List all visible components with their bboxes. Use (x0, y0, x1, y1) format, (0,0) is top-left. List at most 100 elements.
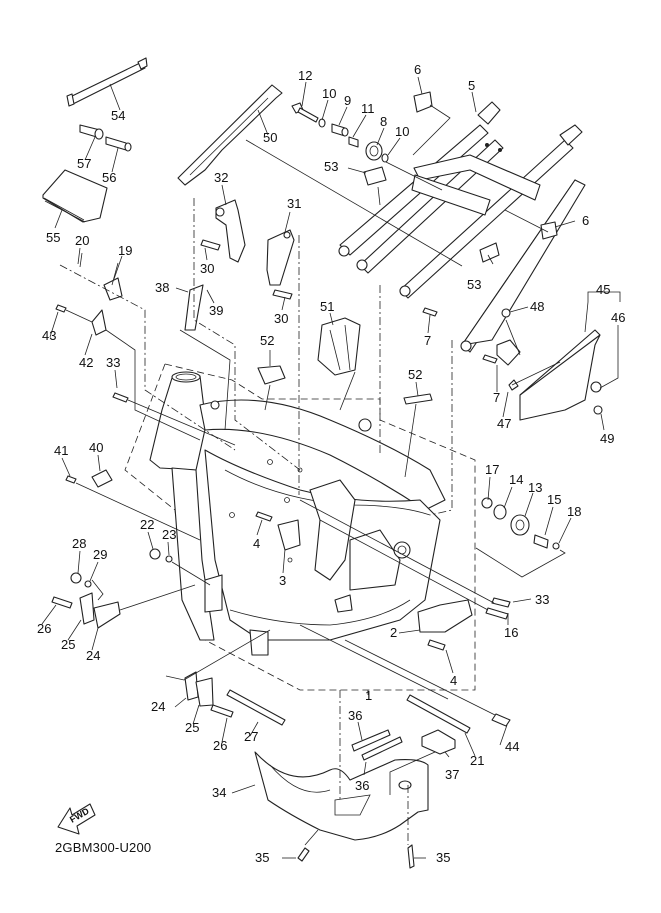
callout-7: 7 (493, 390, 500, 405)
engine-stay-24 (93, 601, 121, 629)
callout-4: 4 (450, 673, 457, 688)
callout-25: 25 (61, 637, 75, 652)
holder-42 (91, 309, 107, 336)
holder-40 (91, 469, 113, 488)
callout-50: 50 (263, 130, 277, 145)
callout-31: 31 (287, 196, 301, 211)
callout-41: 41 (54, 443, 68, 458)
callout-16: 16 (504, 625, 518, 640)
callout-56: 56 (102, 170, 116, 185)
callout-27: 27 (244, 729, 258, 744)
callout-49: 49 (600, 431, 614, 446)
callout-34: 34 (212, 785, 226, 800)
engine-stay-24 (184, 671, 199, 701)
bracket-3 (277, 519, 301, 551)
cover-bracket (496, 339, 521, 366)
callout-52: 52 (408, 367, 422, 382)
callout-14: 14 (509, 472, 523, 487)
tool-kit (42, 57, 148, 223)
callout-12: 12 (298, 68, 312, 83)
callout-38: 38 (155, 280, 169, 295)
callout-35: 35 (255, 850, 269, 865)
callout-10: 10 (395, 124, 409, 139)
clamp-52 (257, 365, 286, 385)
engine-stay-25 (195, 677, 214, 707)
callout-25: 25 (185, 720, 199, 735)
callout-20: 20 (75, 233, 89, 248)
callout-48: 48 (530, 299, 544, 314)
nuts-and-washers (70, 308, 603, 588)
engine-bracket-2 (417, 599, 473, 633)
callout-32: 32 (214, 170, 228, 185)
callout-4: 4 (253, 536, 260, 551)
engine-stay-25 (79, 592, 95, 625)
callout-55: 55 (46, 230, 60, 245)
callout-23: 23 (162, 527, 176, 542)
callout-53: 53 (324, 159, 338, 174)
holder-38 (184, 284, 204, 331)
callout-53: 53 (467, 277, 481, 292)
callout-26: 26 (37, 621, 51, 636)
bracket-32 (215, 199, 246, 263)
damper-37 (421, 729, 456, 755)
callout-17: 17 (485, 462, 499, 477)
callout-26: 26 (213, 738, 227, 753)
callout-15: 15 (547, 492, 561, 507)
damper-36 (351, 729, 391, 752)
callout-36: 36 (355, 778, 369, 793)
callout-42: 42 (79, 355, 93, 370)
leader-lines (41, 76, 621, 859)
engine-guard (254, 751, 429, 841)
roller-stack (291, 102, 389, 163)
callout-22: 22 (140, 517, 154, 532)
callout-46: 46 (611, 310, 625, 325)
callout-28: 28 (72, 536, 86, 551)
callout-1: 1 (365, 688, 372, 703)
bracket-31 (266, 229, 295, 286)
callout-5: 5 (468, 78, 475, 93)
callout-8: 8 (380, 114, 387, 129)
callout-47: 47 (497, 416, 511, 431)
diagram-code: 2GBM300-U200 (55, 840, 152, 855)
clamp (363, 166, 387, 186)
callout-44: 44 (505, 739, 519, 754)
holder-51 (317, 317, 361, 376)
label-sticker (413, 91, 433, 113)
callout-51: 51 (320, 299, 334, 314)
clamp-52 (403, 393, 433, 405)
callout-43: 43 (42, 328, 56, 343)
fwd-direction-icon: FWD (57, 803, 96, 835)
fasteners (51, 239, 511, 869)
callout-35: 35 (436, 850, 450, 865)
callout-36: 36 (348, 708, 362, 723)
callout-3: 3 (279, 573, 286, 588)
callout-39: 39 (209, 303, 223, 318)
callout-13: 13 (528, 480, 542, 495)
callout-30: 30 (274, 311, 288, 326)
label-sticker (540, 221, 558, 240)
callout-37: 37 (445, 767, 459, 782)
callout-30: 30 (200, 261, 214, 276)
callout-33: 33 (106, 355, 120, 370)
callout-6: 6 (582, 213, 589, 228)
callout-labels: 1234456677891010111213141516171819202122… (37, 62, 625, 865)
callout-24: 24 (86, 648, 100, 663)
callout-11: 11 (361, 101, 375, 116)
callout-57: 57 (77, 156, 91, 171)
callout-33: 33 (535, 592, 549, 607)
callout-19: 19 (118, 243, 132, 258)
callout-21: 21 (470, 753, 484, 768)
callout-40: 40 (89, 440, 103, 455)
callout-6: 6 (414, 62, 421, 77)
callout-52: 52 (260, 333, 274, 348)
callout-7: 7 (424, 333, 431, 348)
callout-54: 54 (111, 108, 125, 123)
rear-frame (338, 101, 586, 353)
callout-24: 24 (151, 699, 165, 714)
callout-18: 18 (567, 504, 581, 519)
callout-9: 9 (344, 93, 351, 108)
callout-10: 10 (322, 86, 336, 101)
clamp (479, 242, 500, 263)
side-cover (519, 329, 601, 421)
